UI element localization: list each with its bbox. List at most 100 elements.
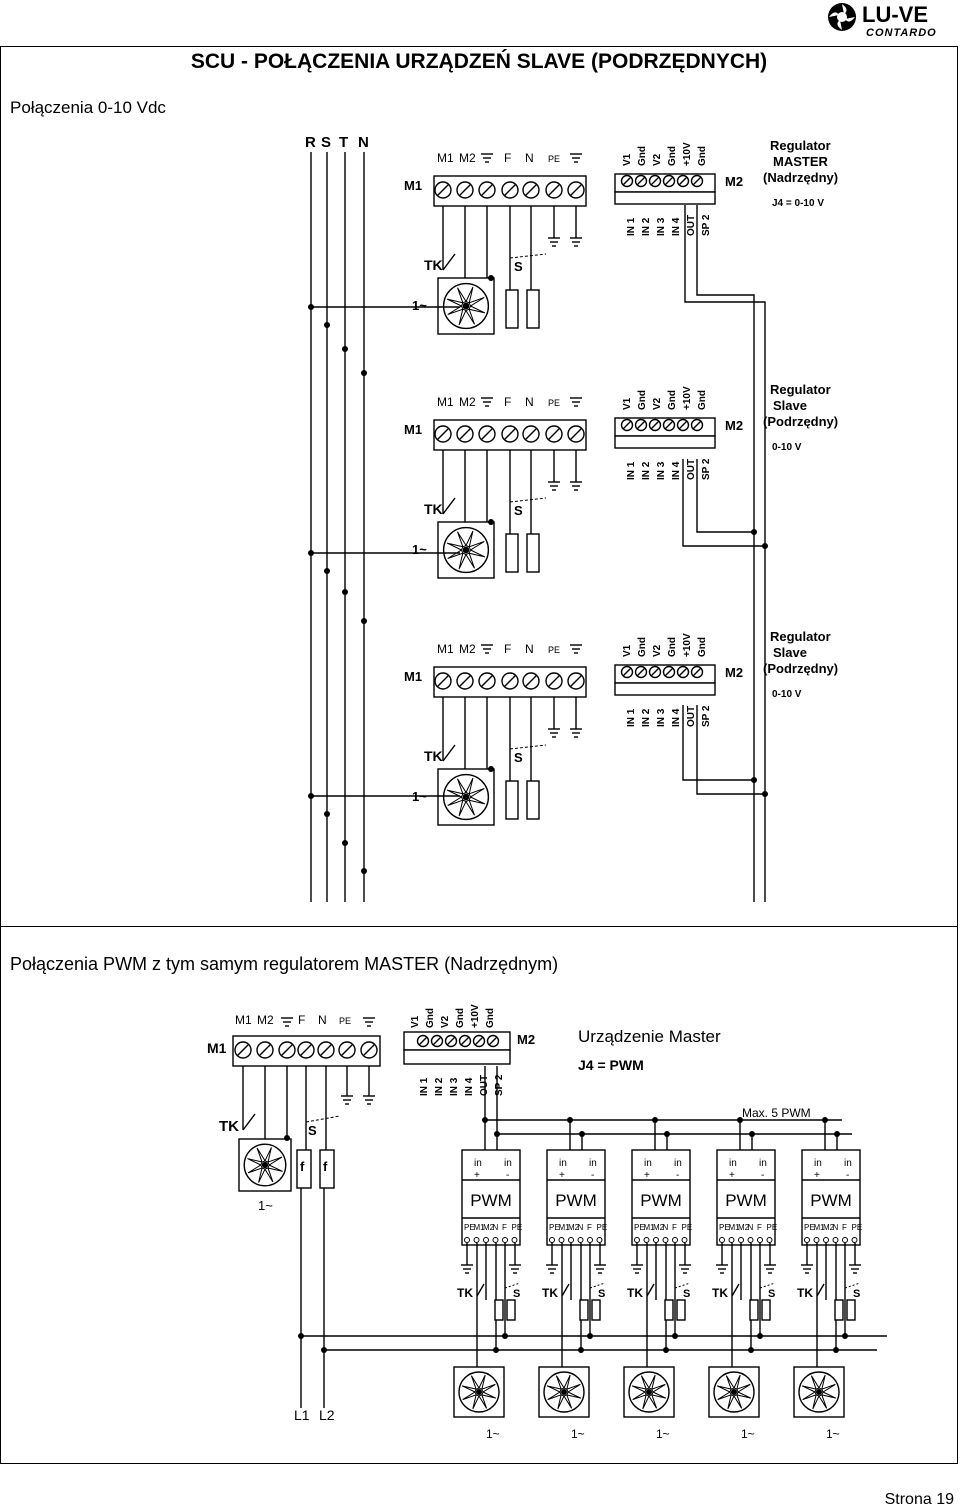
screw-terminal-icon (662, 665, 676, 679)
screw-terminal-icon (648, 174, 662, 188)
screw-slot (547, 674, 561, 688)
screw-terminal-icon (434, 425, 452, 443)
page-number: Strona 19 (884, 1491, 954, 1508)
thermal-contact-label: TK (424, 748, 443, 764)
fan-blade (468, 541, 485, 551)
screw-terminal-icon (634, 665, 648, 679)
junction-dot (342, 346, 348, 352)
motor-phase-label: 1~ (412, 298, 427, 313)
regulator-role: (Nadrzędny) (763, 170, 838, 185)
master-title: Urządzenie Master (578, 1027, 721, 1046)
switch-link-dashed (509, 253, 547, 259)
fuse-element (319, 1149, 335, 1189)
screw-terminal-icon (458, 1034, 472, 1048)
fan-blade (810, 1375, 820, 1390)
regulator-subtitle: Slave (773, 398, 807, 413)
logo-main-text: LU-VE (862, 2, 928, 27)
junction-dot (488, 519, 494, 525)
supply-label-l1: L1 (294, 1407, 310, 1423)
junction-dot (664, 1131, 670, 1137)
screw-slot (436, 427, 450, 441)
pwm-polarity-label: + (729, 1170, 735, 1181)
control-terminal-bottom-label: IN 2 (641, 217, 652, 236)
screw-terminal-icon (501, 181, 519, 199)
pwm-terminal-point (851, 1237, 858, 1243)
pwm-bottom-terminal-label: PE (852, 1223, 863, 1232)
screw-terminal-icon (360, 1041, 378, 1059)
screw-slot (569, 674, 583, 688)
screw-terminal-icon (690, 665, 704, 679)
ground-icon (481, 397, 493, 407)
ground-icon (631, 1264, 643, 1274)
screw-slot (636, 420, 646, 430)
control-terminal-top-label: Gnd (425, 1008, 436, 1028)
power-block-label: M1 (404, 422, 422, 437)
pwm-terminal-point (502, 1237, 508, 1243)
fan-hub (731, 1389, 737, 1395)
fan-hub (462, 793, 470, 801)
screw-slot (474, 1036, 484, 1046)
pwm-terminal-point (832, 1237, 839, 1243)
fan-blade (458, 799, 467, 817)
control-terminal-strip-lower (403, 1049, 511, 1065)
pwm-bottom-terminal-label: N (663, 1223, 669, 1232)
ground-icon (570, 644, 582, 654)
control-terminal-bottom-label: IN 1 (419, 1077, 430, 1096)
junction-dot (822, 1117, 828, 1123)
regulator-config: 0-10 V (772, 689, 802, 700)
ground-icon (570, 728, 582, 738)
control-terminal-bottom-label: OUT (686, 706, 697, 727)
ground-icon (363, 1095, 375, 1105)
power-terminal-label: PE (548, 154, 560, 164)
control-terminal-top-label: V1 (622, 397, 633, 410)
logo-sub-text: CONTARDO (866, 27, 937, 39)
screw-terminal-icon (478, 425, 496, 443)
control-terminal-bottom-label: SP 2 (701, 705, 712, 727)
screw-terminal-icon (478, 181, 496, 199)
pwm-module-body (716, 1149, 776, 1246)
pwm-terminal-point (511, 1237, 518, 1243)
fan-blade (733, 1374, 741, 1390)
thermal-contact-label: TK (797, 1286, 813, 1300)
motor-phase-label: 1~ (258, 1198, 273, 1213)
fuse-element (296, 1149, 312, 1189)
junction-dot (493, 1347, 499, 1353)
fan-hub (261, 1161, 269, 1169)
heater-element (749, 1299, 759, 1321)
junction-dot (757, 1333, 763, 1339)
ground-icon (594, 1264, 606, 1274)
screw-terminal-icon (567, 425, 585, 443)
fan-blade (566, 1383, 581, 1393)
screw-terminal-icon (416, 1034, 430, 1048)
thermal-contact-label: TK (627, 1286, 643, 1300)
control-block-label: M2 (517, 1032, 535, 1047)
control-terminal-top-label: +10V (682, 142, 693, 166)
screw-slot (622, 176, 632, 186)
heater-element (494, 1299, 504, 1321)
pwm-terminal-point (464, 1237, 470, 1243)
pwm-module-name: PWM (725, 1191, 767, 1210)
pwm-module-name: PWM (810, 1191, 852, 1210)
control-terminal-bottom-label: IN 1 (626, 461, 637, 480)
control-terminal-strip-lower (614, 435, 716, 449)
section-label-010: Połączenia 0-10 Vdc (10, 98, 166, 117)
fan-blade (468, 788, 485, 798)
screw-terminal-icon (256, 1041, 274, 1059)
motor-phase-label: 1~ (741, 1427, 755, 1441)
junction-dot (833, 1347, 839, 1353)
switch-label: S (513, 1288, 520, 1300)
thermal-contact-blade (442, 253, 456, 271)
fan-blade (818, 1394, 828, 1409)
control-terminal-top-label: Gnd (667, 146, 678, 166)
pwm-input-label: in (504, 1158, 512, 1169)
ground-icon (509, 1264, 521, 1274)
fan-blade (478, 1374, 486, 1390)
screw-terminal-icon (567, 672, 585, 690)
screw-terminal-icon (545, 181, 563, 199)
regulator-config: 0-10 V (772, 442, 802, 453)
heater-element (676, 1299, 686, 1321)
control-terminal-top-label: Gnd (697, 146, 708, 166)
control-terminal-bottom-label: IN 3 (656, 217, 667, 236)
control-block-label: M2 (725, 665, 743, 680)
signal-wire (696, 205, 755, 533)
